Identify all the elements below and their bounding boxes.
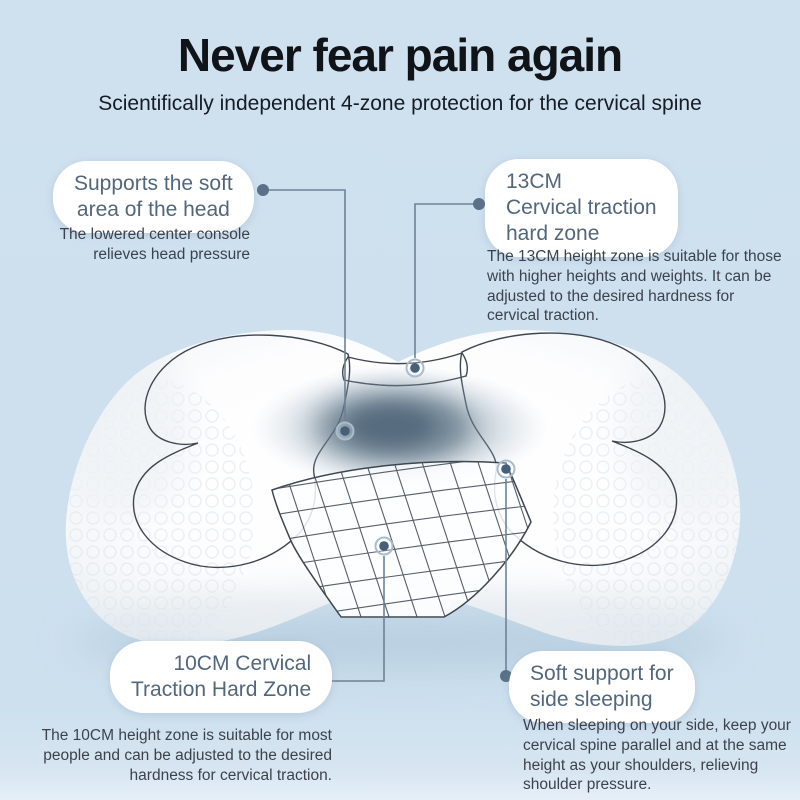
callout-connectors <box>263 189 507 682</box>
callout-pill-10cm: 10CM Cervical Traction Hard Zone <box>110 641 333 714</box>
callout-body-side-sleeping: When sleeping on your side, keep your ce… <box>523 717 791 794</box>
callout-label-line: 13CM <box>506 170 563 193</box>
callout-body-head-support: The lowered center console relieves head… <box>59 226 250 263</box>
callout-label-line: 10CM Cervical <box>173 652 312 675</box>
connector-13cm <box>414 203 479 358</box>
callout-label-line: Cervical traction <box>506 196 657 220</box>
callout-pill-side-sleeping: Soft support for side sleeping <box>509 651 695 724</box>
page-subtitle: Scientifically independent 4-zone protec… <box>98 92 702 115</box>
anchor-dot-icon-10cm <box>374 536 394 556</box>
page-title: Never fear pain again <box>177 29 623 81</box>
connector-head-support <box>263 189 346 421</box>
head-depression-zone <box>252 366 548 490</box>
callout-label-line: Soft support for <box>530 662 674 685</box>
connector-10cm <box>324 556 385 682</box>
callout-label-line: Traction Hard Zone <box>131 678 312 702</box>
anchor-dot-icon-head <box>335 421 355 441</box>
pill-dot-icon-13cm <box>473 198 485 210</box>
callout-pill-head-support: Supports the soft area of the head <box>53 161 254 234</box>
anchor-dot-icon-13cm <box>405 358 425 378</box>
callout-label-line: area of the head <box>76 198 230 222</box>
anchor-dot-icon-side <box>496 459 516 479</box>
callout-body-13cm: The 13CM height zone is suitable for tho… <box>487 248 782 325</box>
callout-label-line: hard zone <box>506 222 600 246</box>
pill-dot-icon-head <box>257 184 269 196</box>
anchor-dots <box>257 184 516 687</box>
callout-body-10cm: The 10CM height zone is suitable for mos… <box>41 727 332 784</box>
callout-label-line: side sleeping <box>530 688 653 712</box>
callout-label-line: Supports the soft <box>74 172 233 195</box>
callout-pill-13cm: 13CM Cervical traction hard zone <box>485 159 678 258</box>
